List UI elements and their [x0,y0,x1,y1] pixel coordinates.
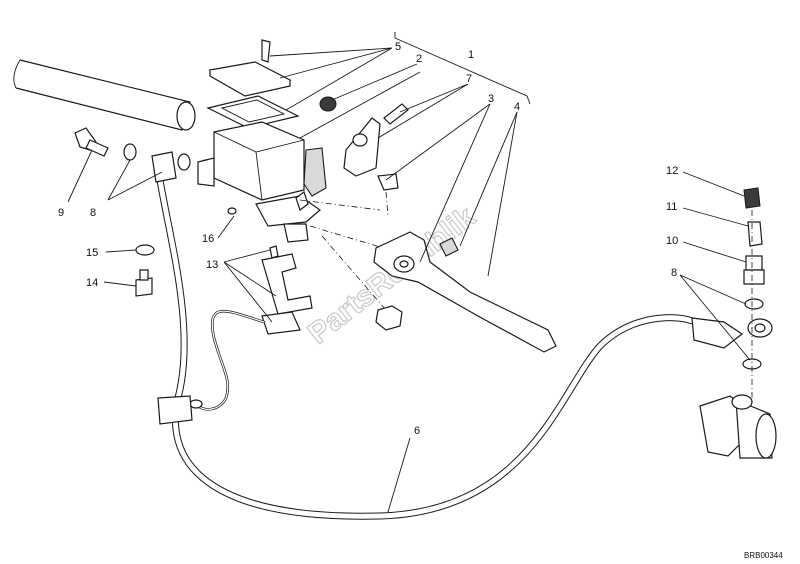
sealing-washer-left [123,143,137,161]
lever-nut [375,305,403,331]
banjo-bolt-slave [743,255,765,285]
clutch-lever [373,231,557,353]
callout-2: 2 [416,53,422,65]
small-o-ring [227,207,237,215]
callout-3: 3 [488,93,494,105]
washer-15 [135,244,155,256]
callout-8-right: 8 [671,267,677,279]
banjo-fitting-slave [747,318,773,338]
callout-7: 7 [466,73,472,85]
callout-10: 10 [666,235,678,247]
callout-11: 11 [666,201,677,213]
slave-cylinder [699,210,777,459]
bolt-14 [135,269,153,297]
reservoir-cap [208,39,292,97]
banjo-bolt [74,127,109,157]
callout-12: 12 [666,165,678,177]
callout-15: 15 [86,247,98,259]
callout-6: 6 [414,425,420,437]
washer-slave-top [744,298,764,310]
leader-lines [67,47,751,513]
callout-14: 14 [86,277,98,289]
switch-bracket [261,245,313,335]
callout-4: 4 [514,101,520,113]
callout-8-left: 8 [90,207,96,219]
center-line-lever [299,199,391,311]
switch-wire [189,309,266,411]
bleed-cap [743,187,761,209]
callout-13: 13 [206,259,218,271]
callout-5: 5 [395,41,401,53]
group-brace [394,32,531,105]
sealing-washer-right [177,153,191,171]
rubber-grommet [319,96,337,112]
callout-9: 9 [58,207,64,219]
reservoir-gasket [206,95,300,129]
master-cylinder-body [197,121,327,201]
mounting-clamp [343,103,409,217]
lever-bracket [255,191,321,243]
bleed-screw [747,221,763,247]
clutch-hose [151,151,744,520]
callout-1: 1 [468,49,474,61]
drawing-code: BRB00344 [744,551,783,560]
callout-16: 16 [202,233,214,245]
handlebar [13,59,196,131]
adjuster-pin [439,237,459,257]
